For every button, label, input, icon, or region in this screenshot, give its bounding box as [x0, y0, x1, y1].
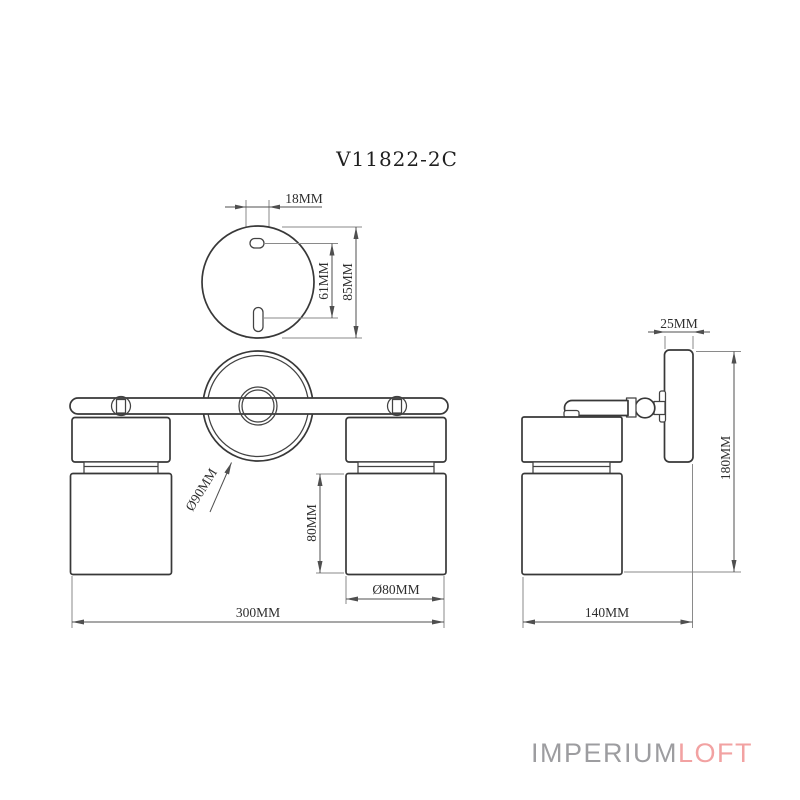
side-lamp-holder — [521, 416, 623, 463]
dim-label-85mm: 85MM — [340, 263, 355, 301]
side-lamp-neck — [532, 461, 611, 475]
arrowhead — [654, 329, 665, 335]
ball-joint — [634, 397, 656, 419]
right-lamp-neck — [357, 461, 435, 475]
left-lamp-shade — [69, 472, 173, 576]
logo-loft: LOFT — [678, 738, 753, 768]
right-knob — [386, 395, 408, 417]
left-knob — [110, 395, 132, 417]
left-lamp-holder — [71, 416, 171, 463]
logo-imperium: IMPERIUM — [531, 738, 678, 768]
dim-label-d80mm: Ø80MM — [372, 582, 419, 597]
dim-label-180mm: 180MM — [718, 436, 733, 480]
front-view: Ø90MM 80MM Ø80MM 300MM — [69, 350, 449, 628]
dim-slot-offset: 18MM — [225, 191, 323, 210]
dim-label-140mm: 140MM — [585, 605, 629, 620]
dim-label-61mm: 61MM — [316, 262, 331, 300]
joint-connector — [653, 400, 666, 416]
arrowhead — [269, 204, 280, 210]
dim-total-height: 180MM — [624, 351, 741, 573]
drawing-title: V11822-2C — [335, 147, 458, 171]
left-knob-stem — [115, 398, 127, 414]
crossbar — [69, 397, 449, 415]
wall-plate — [663, 349, 694, 463]
dim-label-80mm: 80MM — [304, 504, 319, 542]
dim-canopy-diameter: Ø90MM — [182, 462, 232, 514]
dim-label-25mm: 25MM — [660, 316, 698, 331]
side-view: 25MM 180MM 140MM — [521, 316, 741, 628]
left-lamp-neck — [83, 461, 159, 475]
mount-plate-circle — [201, 225, 315, 339]
right-lamp-holder — [345, 416, 447, 463]
arrowhead — [235, 204, 246, 210]
right-knob-stem — [391, 398, 403, 414]
top-view: 18MM 61MM 85MM — [201, 191, 362, 339]
dim-label-90mm: Ø90MM — [182, 466, 220, 514]
brand-logo: IMPERIUMLOFT — [531, 738, 753, 768]
canopy-hub-inner — [241, 389, 275, 423]
dim-plate-thickness: 25MM — [648, 316, 710, 349]
dim-shade-diameter: Ø80MM — [345, 576, 445, 628]
dim-slot-spacing: 61MM — [263, 243, 338, 319]
dim-shade-height: 80MM — [304, 473, 344, 574]
side-lamp-shade — [521, 472, 623, 576]
leader-line — [209, 462, 232, 513]
dim-label-300mm: 300MM — [236, 605, 280, 620]
mount-slot-top — [249, 237, 265, 249]
canopy-hub-outer — [238, 386, 278, 426]
dim-total-width: 300MM — [71, 576, 444, 628]
right-lamp-shade — [345, 472, 447, 576]
arrowhead — [693, 329, 704, 335]
dim-label-18mm: 18MM — [285, 191, 323, 206]
mount-slot-bottom — [252, 306, 264, 333]
dim-total-depth: 140MM — [522, 464, 693, 628]
dim-plate-diameter: 85MM — [282, 226, 362, 339]
